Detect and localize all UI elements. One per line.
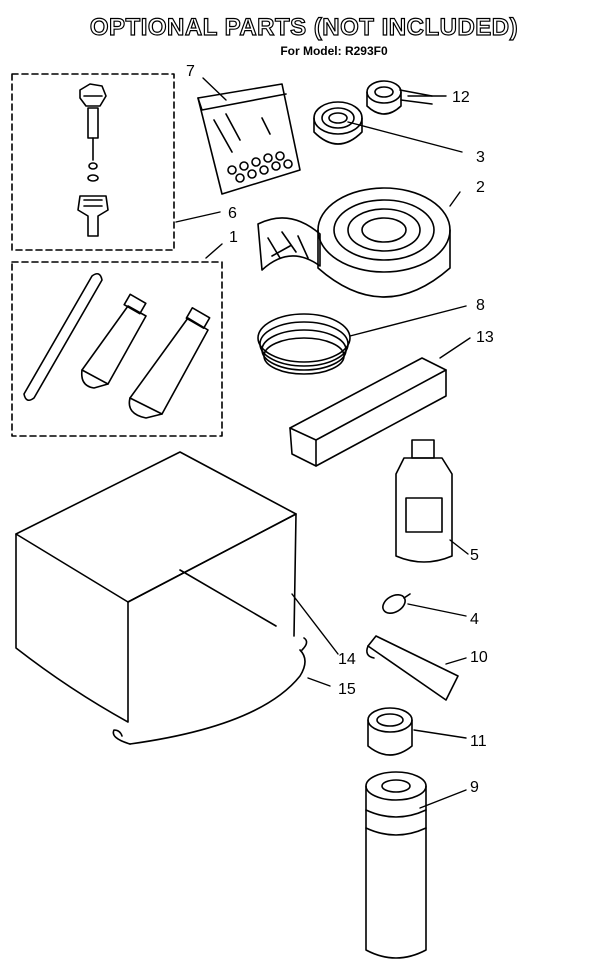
tape-roll-part bbox=[366, 80, 433, 115]
insulation-coil-part bbox=[257, 187, 451, 298]
hook-cord-part bbox=[112, 637, 308, 745]
callout-9: 9 bbox=[470, 779, 479, 796]
callout-1: 1 bbox=[229, 229, 238, 246]
tube-and-rod-part bbox=[23, 272, 211, 419]
callout-leaders bbox=[175, 77, 471, 809]
callout-3: 3 bbox=[476, 149, 485, 166]
callout-13: 13 bbox=[476, 329, 494, 346]
callout-8: 8 bbox=[476, 297, 485, 314]
callout-12: 12 bbox=[452, 89, 470, 106]
part-1-group-box bbox=[11, 261, 223, 437]
callout-2: 2 bbox=[476, 179, 485, 196]
callout-6: 6 bbox=[228, 205, 237, 222]
small-coil-part bbox=[313, 101, 363, 145]
unit-cover-part bbox=[15, 451, 297, 723]
hardware-bag-part bbox=[197, 83, 301, 195]
bulb-part bbox=[382, 593, 411, 614]
callout-14: 14 bbox=[338, 651, 356, 668]
callout-4: 4 bbox=[470, 611, 479, 628]
small-tape-part bbox=[367, 707, 413, 756]
callout-11: 11 bbox=[470, 733, 487, 750]
sealant-tube-part bbox=[366, 635, 459, 701]
callout-5: 5 bbox=[470, 547, 479, 564]
wire-ring-part bbox=[257, 313, 351, 375]
spray-can-part bbox=[365, 771, 427, 959]
foam-block-part bbox=[289, 357, 447, 467]
callout-10: 10 bbox=[470, 649, 488, 666]
valve-fitting-part bbox=[77, 83, 109, 237]
diagram-title: OPTIONAL PARTS (NOT INCLUDED) bbox=[89, 13, 519, 41]
part-6-group-box bbox=[11, 73, 175, 251]
callout-15: 15 bbox=[338, 681, 356, 698]
cleaner-bottle-part bbox=[395, 439, 453, 563]
model-subtitle: For Model: R293F0 bbox=[280, 44, 388, 58]
callout-7: 7 bbox=[186, 63, 195, 80]
